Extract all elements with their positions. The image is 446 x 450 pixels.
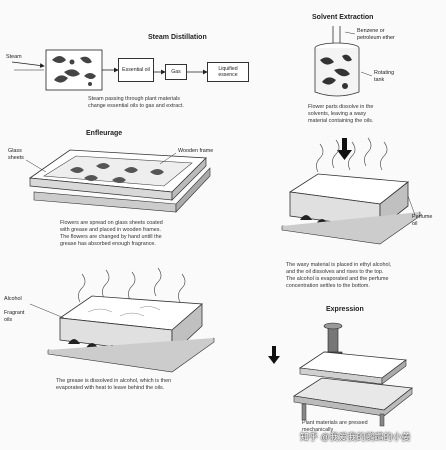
- enfleurage-title: Enfleurage: [86, 130, 123, 137]
- watermark: 知乎 @我爱我的鹦鹉的小姜: [300, 432, 411, 442]
- essential-oil-box: Essential oil: [118, 58, 154, 82]
- wooden-frame-label: Wooden frame: [178, 148, 214, 154]
- solvent-caption: Flower parts dissolve in the solvents, l…: [308, 104, 374, 124]
- perfume-slab-drawing: [281, 137, 421, 245]
- enfleurage-frame-drawing: [25, 149, 211, 213]
- down-arrow-icon: [337, 138, 352, 160]
- steam-distillation-drawing: [11, 49, 208, 91]
- alcohol-label: Alcohol: [4, 296, 22, 302]
- steam-caption: Steam passing through plant materials ch…: [88, 96, 184, 109]
- expression-title: Expression: [326, 306, 364, 313]
- steam-label: Steam: [6, 54, 22, 60]
- steam-distillation-title: Steam Distillation: [148, 34, 207, 41]
- benzene-label: Benzene or petroleum ether: [357, 28, 395, 41]
- alcohol-caption: The grease is dissolved in alcohol, whic…: [56, 378, 172, 391]
- enfleurage-caption: Flowers are spread on glass sheets coate…: [60, 220, 163, 247]
- expression-press-drawing: [268, 322, 414, 427]
- perfume-oil-label: Perfume oil: [412, 214, 433, 227]
- liquified-essence-box: Liquified essence: [207, 62, 249, 82]
- solvent-tank-drawing: [314, 26, 373, 97]
- alcohol-slab-drawing: [29, 267, 215, 373]
- gas-box: Gas: [165, 64, 187, 80]
- glass-sheets-label: Glass sheets: [8, 148, 24, 161]
- perfume-caption: The waxy material is placed in ethyl alc…: [286, 262, 392, 289]
- rotating-tank-label: Rotating tank: [374, 70, 395, 83]
- solvent-extraction-title: Solvent Extraction: [312, 14, 374, 21]
- expression-caption: Plant materials are pressed mechanically: [302, 420, 368, 433]
- fragrant-oils-label: Fragrant oils: [4, 310, 25, 323]
